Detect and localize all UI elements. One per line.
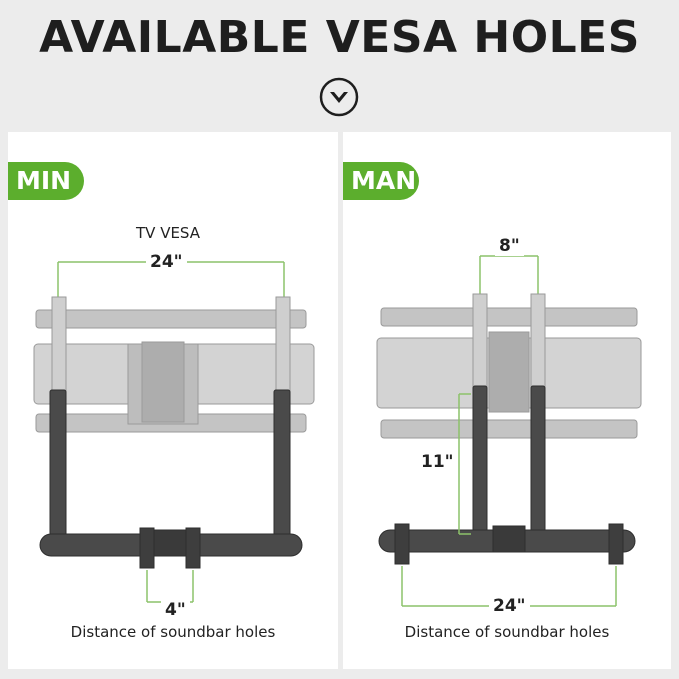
man-bottom-dimension: 24" — [489, 596, 530, 616]
man-top-dimension: 8" — [495, 236, 524, 256]
min-caption: Distance of soundbar holes — [70, 623, 276, 641]
man-side-dimension: 11" — [417, 452, 458, 472]
min-panel: MIN — [8, 132, 338, 669]
man-mount-illustration — [376, 255, 642, 607]
min-mount-illustration — [33, 261, 315, 603]
man-panel: MAN — [343, 132, 671, 669]
man-caption: Distance of soundbar holes — [404, 623, 610, 641]
chevron-down-circle-icon — [319, 77, 359, 117]
min-badge: MIN — [8, 162, 84, 200]
min-bottom-dimension: 4" — [161, 600, 190, 620]
tv-vesa-label: TV VESA — [136, 224, 200, 242]
min-top-dimension: 24" — [146, 252, 187, 272]
man-badge: MAN — [343, 162, 419, 200]
page-title: AVAILABLE VESA HOLES — [39, 12, 640, 63]
